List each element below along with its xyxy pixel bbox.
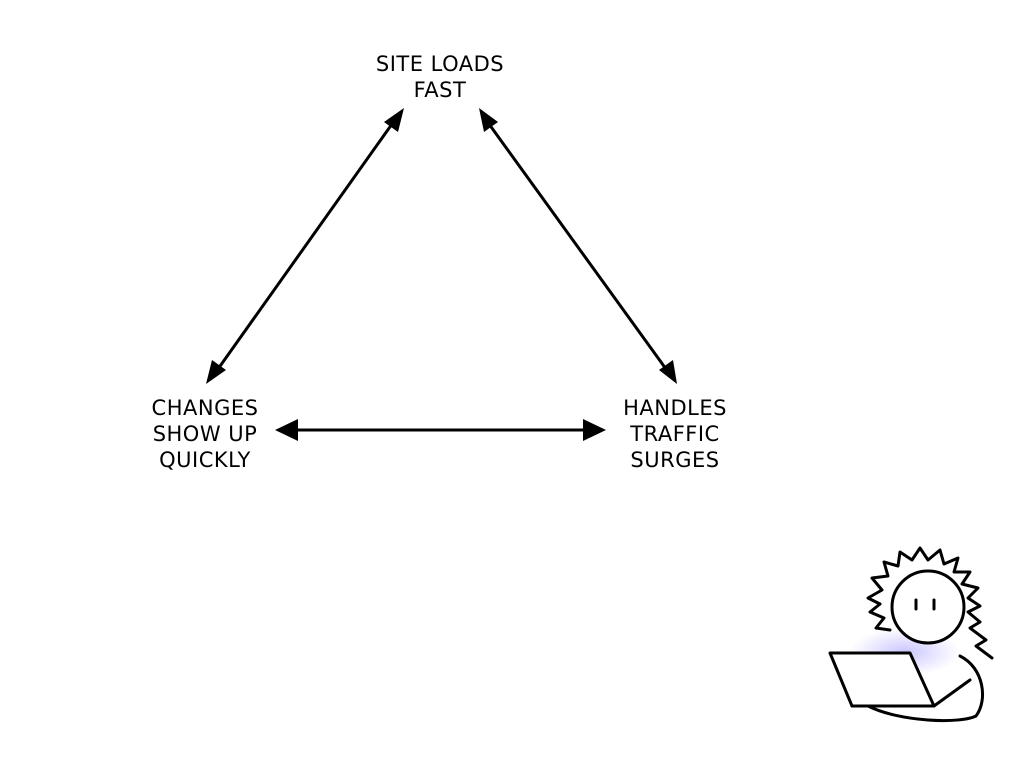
edge-top-left: [206, 108, 404, 384]
node-top-line-1: SITE LOADS: [375, 52, 505, 76]
arrowhead-top-right-upper: [479, 108, 498, 132]
arrowhead-top-left-lower: [206, 360, 226, 384]
node-right-line-2: TRAFFIC: [630, 422, 720, 446]
node-top-line-2: FAST: [413, 78, 467, 102]
body: [866, 654, 985, 723]
node-site-loads-fast: SITE LOADS FAST: [340, 51, 540, 103]
arrowhead-right: [583, 419, 606, 441]
hair: [866, 546, 994, 660]
arrowhead-top-left-upper: [384, 108, 404, 132]
person-with-laptop-icon: [828, 546, 994, 723]
laptop-base: [850, 678, 972, 708]
node-right-line-1: HANDLES: [623, 396, 727, 420]
node-left-line-3: QUICKLY: [159, 448, 251, 472]
node-right-line-3: SURGES: [630, 448, 720, 472]
hair-left: [868, 602, 892, 632]
node-handles-traffic-surges: HANDLES TRAFFIC SURGES: [585, 395, 765, 473]
arrowhead-left: [275, 419, 298, 441]
edge-top-right: [479, 108, 677, 384]
node-changes-show-up-quickly: CHANGES SHOW UP QUICKLY: [115, 395, 295, 473]
node-left-line-2: SHOW UP: [152, 422, 258, 446]
edge-left-right: [275, 419, 606, 441]
node-left-line-1: CHANGES: [151, 396, 259, 420]
head: [890, 569, 966, 645]
arrowhead-top-right-lower: [659, 360, 677, 384]
